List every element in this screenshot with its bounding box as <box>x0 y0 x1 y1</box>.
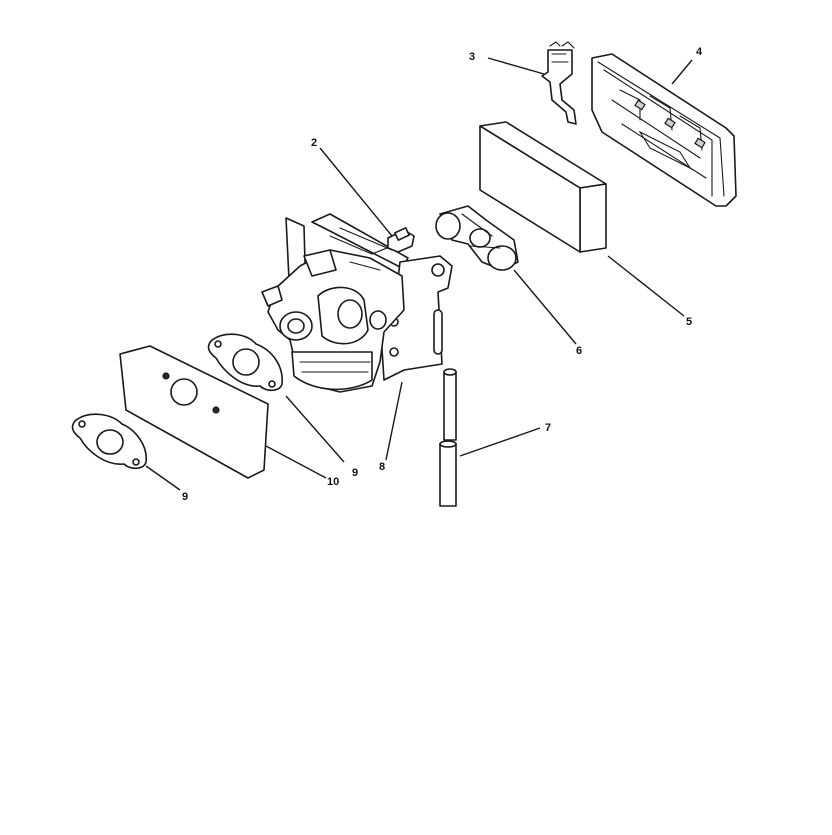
callout-6: 6 <box>576 345 582 357</box>
callout-10: 10 <box>327 476 339 488</box>
callout-7: 7 <box>545 422 551 434</box>
callout-5: 5 <box>686 316 692 328</box>
callout-3: 3 <box>469 51 475 63</box>
part-7-fuel-line <box>439 368 457 507</box>
part-6-air-horn-elbow <box>435 205 519 271</box>
leader-9-upper <box>285 395 345 463</box>
part-10-insulator-plate <box>119 345 269 479</box>
callout-4: 4 <box>696 46 703 58</box>
callout-8: 8 <box>379 461 385 473</box>
part-2-screw <box>387 227 415 253</box>
callout-9-upper: 9 <box>352 467 358 479</box>
callout-9-lower: 9 <box>182 491 188 503</box>
leader-lines <box>145 57 693 491</box>
leader-2 <box>319 147 393 237</box>
leader-10 <box>265 445 327 479</box>
part-9-gasket-lower <box>71 413 147 470</box>
callout-2: 2 <box>311 137 317 149</box>
part-9-gasket-upper <box>207 333 283 392</box>
leader-3 <box>487 57 545 75</box>
callout-labels: 2 3 4 5 6 7 8 9 10 9 <box>182 46 703 503</box>
part-5-air-filter <box>479 121 607 253</box>
part-8-carburetor-assembly <box>261 213 453 393</box>
leader-4 <box>671 59 693 85</box>
part-4-air-cleaner-cover <box>591 53 737 207</box>
leader-8 <box>385 381 403 461</box>
leader-9-lower <box>145 465 181 491</box>
leader-6 <box>513 269 577 345</box>
part-3-choke-link <box>541 41 577 125</box>
leader-5 <box>607 255 685 317</box>
leader-7 <box>459 427 541 457</box>
